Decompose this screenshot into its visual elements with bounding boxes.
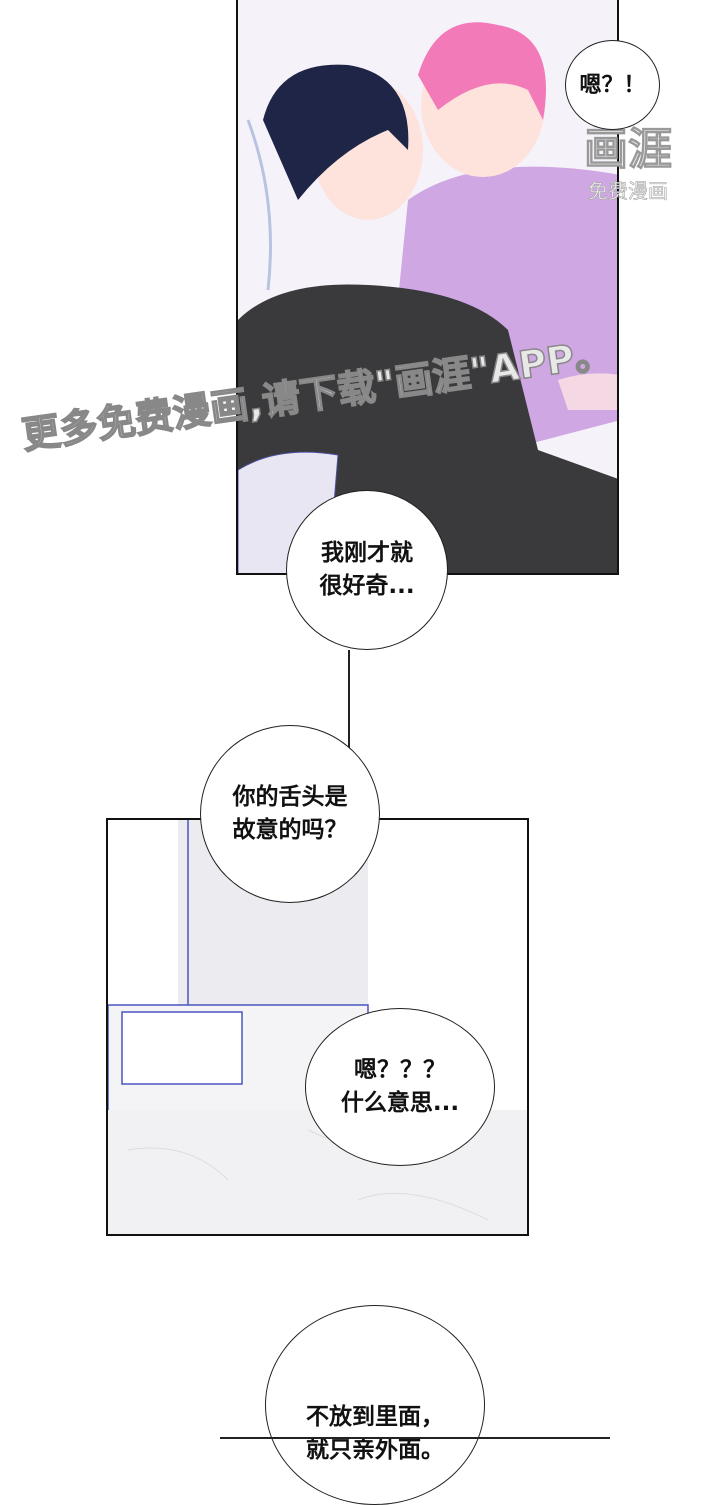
speech-bubble-curious: 我刚才就很好奇... (286, 490, 448, 650)
watermark-logo: 画涯 免费漫画 (568, 124, 688, 204)
speech-bubble-surprise: 嗯？！ (565, 40, 660, 130)
watermark-logo-sub: 免费漫画 (588, 179, 669, 204)
bubble-line: 故意的吗？ (232, 817, 348, 843)
bubble-line: 不放到里面， (306, 1404, 444, 1430)
bubble-connector (348, 650, 350, 748)
watermark-logo-text: 画涯 (584, 124, 673, 175)
speech-bubble-tongue: 你的舌头是故意的吗？ (200, 725, 380, 903)
speech-bubble-confused: 嗯？？？ 什么意思... (305, 1008, 495, 1166)
speech-bubble-outside: 不放到里面，就只亲外面。 (265, 1305, 485, 1505)
bubble-line: 嗯？？？ (354, 1057, 446, 1083)
bubble-line: 什么意思... (340, 1090, 460, 1116)
comic-panel-1 (236, 0, 619, 575)
bubble-line: 很好奇... (319, 573, 415, 599)
panel-1-illustration (238, 0, 617, 573)
bubble-line: 你的舌头是 (232, 784, 348, 810)
panel-3-top-border (220, 1437, 610, 1439)
bubble-text: 嗯？！ (579, 72, 646, 98)
bubble-line: 我刚才就 (321, 540, 413, 566)
